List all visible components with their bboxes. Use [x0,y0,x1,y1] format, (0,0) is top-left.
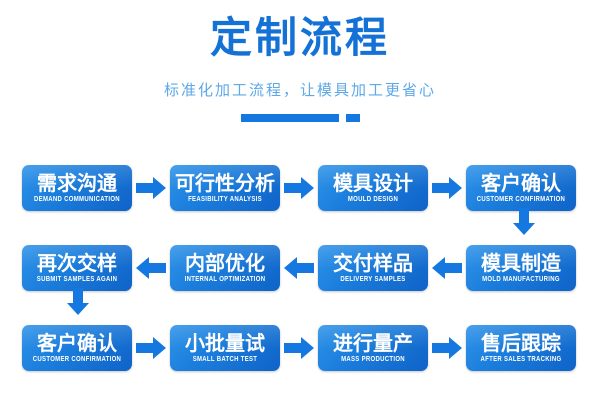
row-spacer-2 [0,296,600,320]
flow-step-box[interactable]: 需求沟通 DEMAND COMMUNICATION [22,165,132,211]
flow-step-label-cn: 内部优化 [185,250,265,275]
flow-step-label-en: MASS PRODUCTION [341,355,405,363]
row1-arrow-slot-3 [428,165,466,211]
row3-arrow-slot-3 [428,325,466,371]
flow-step-label-en: AFTER SALES TRACKING [480,355,562,363]
flow-step-7[interactable]: 交付样品 DELIVERY SAMPLES [318,245,428,291]
arrow-down-icon-left [67,288,89,315]
divider-bar [240,114,339,122]
arrow-right-icon [136,177,166,199]
flow-step-1[interactable]: 需求沟通 DEMAND COMMUNICATION [22,165,132,211]
arrow-right-icon [432,177,462,199]
flow-step-label-cn: 售后跟踪 [481,330,561,355]
flow-step-label-cn: 模具设计 [333,170,413,195]
arrow-right-icon [432,337,462,359]
flow-step-label-cn: 小批量试 [185,330,265,355]
flow-step-label-en: CUSTOMER CONFIRMATION [476,195,566,203]
flow-step-10[interactable]: 小批量试 SMALL BATCH TEST [170,325,280,371]
page-subtitle: 标准化加工流程，让模具加工更省心 [163,81,436,99]
flow-step-label-en: MOULD DESIGN [347,195,399,203]
flow-step-label-en: INTERNAL OPTIMIZATION [184,275,266,283]
flow-step-box[interactable]: 交付样品 DELIVERY SAMPLES [318,245,428,291]
arrow-right-icon [136,337,166,359]
row3-arrow-slot-1 [132,325,170,371]
page-title: 定制流程 [209,13,390,62]
flow-step-label-en: SUBMIT SAMPLES AGAIN [36,275,118,283]
flow-step-label-en: MOLD MANUFACTURING [482,275,560,283]
flow-step-label-cn: 交付样品 [333,250,413,275]
row1-arrow-slot-2 [280,165,318,211]
header: 定制流程 标准化加工流程，让模具加工更省心 [0,0,600,122]
row-spacer-1 [0,216,600,240]
flow-step-9[interactable]: 客户确认 CUSTOMER CONFIRMATION [22,325,132,371]
flow-step-label-en: DELIVERY SAMPLES [340,275,406,283]
flow-step-3[interactable]: 模具设计 MOULD DESIGN [318,165,428,211]
flow-step-box[interactable]: 模具制造 MOLD MANUFACTURING [466,245,576,291]
flow-step-2[interactable]: 可行性分析 FEASIBILITY ANALYSIS [170,165,280,211]
divider-square [345,114,360,122]
row2-arrow-slot-3 [428,245,466,291]
flow-row-1: 需求沟通 DEMAND COMMUNICATION 可行性分析 FEASIBIL… [0,160,600,216]
flow-step-8[interactable]: 模具制造 MOLD MANUFACTURING [466,245,576,291]
flow-step-box[interactable]: 客户确认 CUSTOMER CONFIRMATION [22,325,132,371]
flow-step-label-en: DEMAND COMMUNICATION [34,195,120,203]
flow-step-label-cn: 客户确认 [481,170,561,195]
flow-step-label-cn: 进行量产 [333,330,413,355]
arrow-right-icon [284,337,314,359]
title-divider [0,114,600,122]
row2-arrow-slot-2 [280,245,318,291]
row2-arrow-slot-1 [132,245,170,291]
flow-step-box[interactable]: 再次交样 SUBMIT SAMPLES AGAIN [22,245,132,291]
flow-step-label-en: CUSTOMER CONFIRMATION [32,355,122,363]
flow-step-12[interactable]: 售后跟踪 AFTER SALES TRACKING [466,325,576,371]
flow-step-box[interactable]: 售后跟踪 AFTER SALES TRACKING [466,325,576,371]
flow-step-box[interactable]: 可行性分析 FEASIBILITY ANALYSIS [170,165,280,211]
flow-step-box[interactable]: 内部优化 INTERNAL OPTIMIZATION [170,245,280,291]
flow-step-label-en: FEASIBILITY ANALYSIS [188,195,262,203]
row3-arrow-slot-2 [280,325,318,371]
flow-step-box[interactable]: 客户确认 CUSTOMER CONFIRMATION [466,165,576,211]
flow-step-11[interactable]: 进行量产 MASS PRODUCTION [318,325,428,371]
flow-step-6[interactable]: 内部优化 INTERNAL OPTIMIZATION [170,245,280,291]
flow-step-label-cn: 需求沟通 [37,170,117,195]
flow-step-label-en: SMALL BATCH TEST [192,355,258,363]
flow-step-box[interactable]: 模具设计 MOULD DESIGN [318,165,428,211]
flow-step-5[interactable]: 再次交样 SUBMIT SAMPLES AGAIN [22,245,132,291]
flow-step-box[interactable]: 小批量试 SMALL BATCH TEST [170,325,280,371]
flow-row-3: 客户确认 CUSTOMER CONFIRMATION 小批量试 SMALL BA… [0,320,600,376]
arrow-right-icon [284,177,314,199]
arrow-left-icon [136,257,166,279]
arrow-down-icon-right [513,208,535,235]
row1-arrow-slot-1 [132,165,170,211]
flow-step-label-cn: 再次交样 [37,250,117,275]
flow-step-label-cn: 客户确认 [37,330,117,355]
flow-step-box[interactable]: 进行量产 MASS PRODUCTION [318,325,428,371]
arrow-left-icon [432,257,462,279]
flow-step-label-cn: 模具制造 [481,250,561,275]
process-flow-diagram: 需求沟通 DEMAND COMMUNICATION 可行性分析 FEASIBIL… [0,160,600,376]
flow-row-2: 再次交样 SUBMIT SAMPLES AGAIN 内部优化 INTERNAL … [0,240,600,296]
arrow-left-icon [284,257,314,279]
flow-step-4[interactable]: 客户确认 CUSTOMER CONFIRMATION [466,165,576,211]
flow-step-label-cn: 可行性分析 [175,170,275,195]
